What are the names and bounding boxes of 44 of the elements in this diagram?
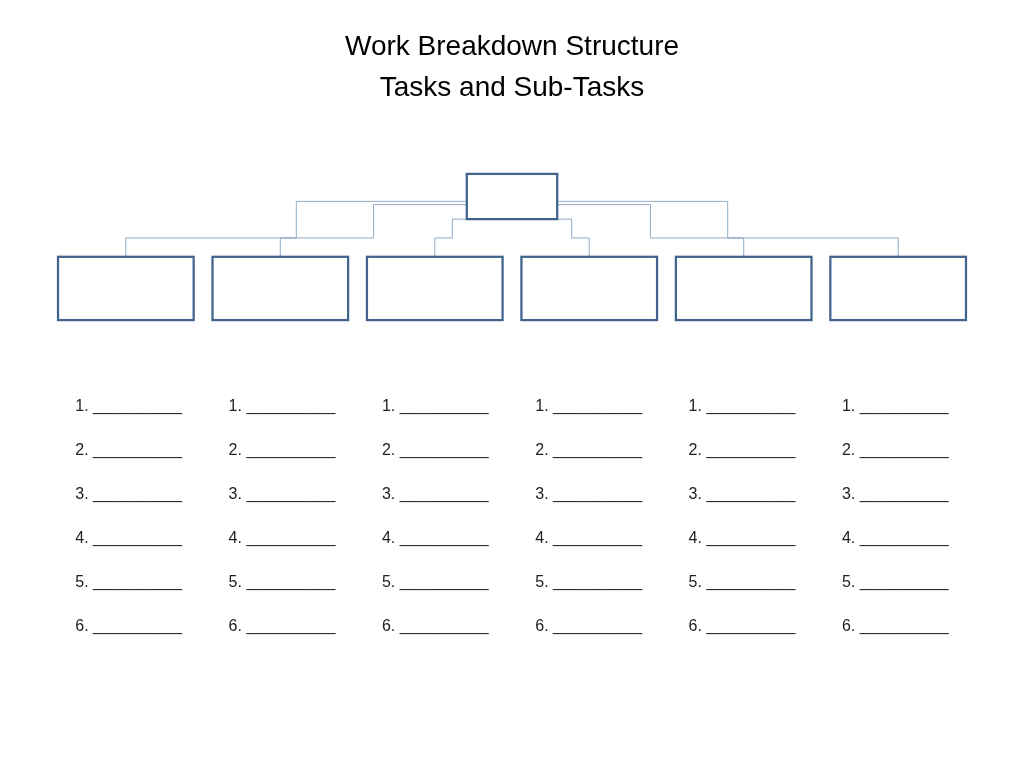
node-box	[56, 255, 195, 322]
fill-in-line: 5. __________	[535, 573, 643, 592]
node-box	[465, 172, 559, 221]
fill-in-line: 6. __________	[535, 617, 643, 636]
fill-in-line: 2. __________	[841, 441, 949, 460]
node-box	[211, 255, 350, 322]
fill-in-line: 5. __________	[381, 573, 489, 592]
fill-in-line: 2. __________	[228, 441, 336, 460]
fill-in-line: 1. __________	[535, 397, 643, 416]
diagram-title: Work Breakdown Structure Tasks and Sub-Tasks	[343, 29, 681, 104]
node-box	[674, 255, 813, 322]
fill-in-line: 1. __________	[688, 397, 796, 416]
fill-in-line: 1. __________	[381, 397, 489, 416]
node-box	[365, 255, 504, 322]
fill-in-line: 5. __________	[841, 573, 949, 592]
node-box	[829, 255, 968, 322]
fill-in-line: 2. __________	[381, 441, 489, 460]
fill-in-line: 1. __________	[228, 397, 336, 416]
fill-in-line: 4. __________	[381, 529, 489, 548]
fill-in-line: 6. __________	[228, 617, 336, 636]
fill-in-line: 4. __________	[841, 529, 949, 548]
fill-in-line: 4. __________	[535, 529, 643, 548]
fill-in-line: 3. __________	[228, 485, 336, 504]
fill-in-line: 4. __________	[75, 529, 183, 548]
fill-in-line: 1. __________	[841, 397, 949, 416]
fill-in-line: 3. __________	[381, 485, 489, 504]
fill-in-line: 6. __________	[75, 617, 183, 636]
fill-in-line: 3. __________	[75, 485, 183, 504]
fill-in-line: 1. __________	[75, 397, 183, 416]
fill-in-line: 6. __________	[381, 617, 489, 636]
fill-in-line: 3. __________	[688, 485, 796, 504]
fill-in-line: 5. __________	[75, 573, 183, 592]
fill-in-line: 2. __________	[75, 441, 183, 460]
fill-in-line: 4. __________	[688, 529, 796, 548]
fill-in-line: 6. __________	[841, 617, 949, 636]
node-box	[520, 255, 659, 322]
fill-in-line: 6. __________	[688, 617, 796, 636]
fill-in-line: 4. __________	[228, 529, 336, 548]
fill-in-line: 2. __________	[688, 441, 796, 460]
fill-in-line: 3. __________	[841, 485, 949, 504]
fill-in-line: 5. __________	[688, 573, 796, 592]
fill-in-line: 5. __________	[228, 573, 336, 592]
fill-in-line: 3. __________	[535, 485, 643, 504]
fill-in-line: 2. __________	[535, 441, 643, 460]
